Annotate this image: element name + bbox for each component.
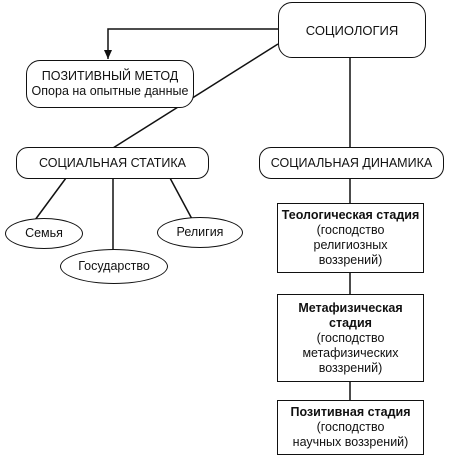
positive-method-node: ПОЗИТИВНЫЙ МЕТОД Опора на опытные данные (26, 60, 194, 108)
positive-method-subtitle: Опора на опытные данные (31, 84, 189, 98)
social-dynamics-node: СОЦИАЛЬНАЯ ДИНАМИКА (259, 147, 444, 179)
theological-stage-line3: воззрений) (318, 253, 383, 267)
family-label: Семья (25, 226, 63, 240)
positive-stage-node: Позитивная стадия (господство научных во… (277, 400, 424, 455)
arrow-sociology-to-positive-method (104, 28, 278, 59)
connector-statics-to-family (34, 177, 67, 221)
metaphysical-stage-line3: воззрений) (318, 360, 383, 375)
social-statics-node: СОЦИАЛЬНАЯ СТАТИКА (16, 147, 209, 179)
theological-stage-node: Теологическая стадия (господство религио… (277, 203, 424, 273)
positive-stage-title: Позитивная стадия (290, 405, 411, 419)
theological-stage-title: Теологическая стадия (281, 208, 420, 222)
social-dynamics-label: СОЦИАЛЬНАЯ ДИНАМИКА (270, 155, 433, 170)
social-statics-label: СОЦИАЛЬНАЯ СТАТИКА (38, 155, 187, 170)
metaphysical-stage-node: Метафизическая стадия (господство метафи… (277, 294, 424, 382)
sociology-label: СОЦИОЛОГИЯ (305, 22, 399, 38)
sociology-node: СОЦИОЛОГИЯ (278, 2, 426, 58)
positive-method-title: ПОЗИТИВНЫЙ МЕТОД (41, 69, 179, 83)
family-node: Семья (5, 218, 83, 249)
state-node: Государство (60, 249, 168, 284)
theological-stage-line1: (господство (316, 223, 385, 237)
state-label: Государство (78, 259, 150, 273)
metaphysical-stage-line2: метафизических (302, 345, 399, 360)
positive-stage-line2: научных воззрений) (292, 435, 409, 449)
metaphysical-stage-line1: (господство (316, 330, 385, 345)
metaphysical-stage-title-line1: Метафизическая (298, 300, 403, 315)
religion-node: Религия (157, 217, 243, 248)
connector-statics-to-religion (169, 177, 193, 220)
theological-stage-line2: религиозных (313, 238, 388, 252)
positive-stage-line1: (господство (316, 420, 385, 434)
metaphysical-stage-title-line2: стадия (329, 315, 372, 330)
religion-label: Религия (176, 225, 224, 239)
connector-sociology-to-statics (112, 43, 279, 149)
